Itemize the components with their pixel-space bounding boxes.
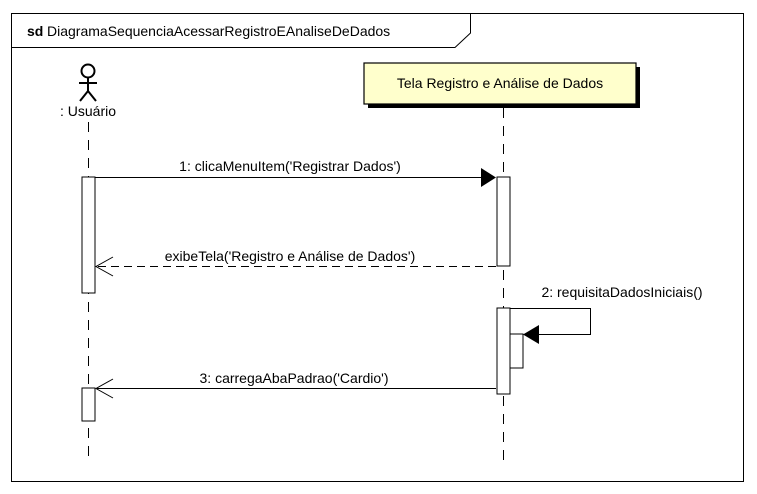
lifeline-head-tela: Tela Registro e Análise de Dados	[363, 62, 640, 108]
message-3-label: 3: carregaAbaPadrao('Cardio')	[200, 370, 389, 386]
message-2: 2: requisitaDadosIniciais()	[510, 284, 703, 344]
message-1-arrowhead	[481, 168, 496, 187]
actor-usuario: : Usuário	[60, 63, 116, 119]
activation-tela-1	[496, 176, 511, 267]
activation-tela-nested	[509, 333, 524, 369]
message-3: 3: carregaAbaPadrao('Cardio')	[94, 370, 496, 399]
message-3-arrowhead	[94, 378, 114, 399]
frame-title: DiagramaSequenciaAcessarRegistroEAnalise…	[47, 23, 390, 39]
message-2-label: 2: requisitaDadosIniciais()	[541, 284, 702, 300]
activation-usuario-1	[81, 176, 96, 294]
message-2-line	[510, 308, 591, 335]
message-1: 1: clicaMenuItem('Registrar Dados')	[95, 158, 496, 187]
message-return: exibeTela('Registro e Análise de Dados')	[94, 248, 496, 277]
actor-label: : Usuário	[60, 103, 116, 119]
message-1-label: 1: clicaMenuItem('Registrar Dados')	[179, 158, 401, 174]
lifeline-head-label: Tela Registro e Análise de Dados	[397, 75, 603, 91]
message-return-label: exibeTela('Registro e Análise de Dados')	[165, 248, 415, 264]
message-2-arrowhead	[523, 325, 539, 344]
message-return-arrowhead	[94, 256, 114, 277]
frame-keyword: sd	[27, 23, 43, 39]
activation-tela-2	[496, 307, 511, 395]
stick-figure-icon	[79, 63, 97, 102]
frame-tab	[11, 13, 471, 48]
lifeline-head-box	[363, 62, 637, 105]
activation-usuario-2	[81, 387, 96, 422]
diagram-frame: sd DiagramaSequenciaAcessarRegistroEAnal…	[11, 13, 744, 482]
